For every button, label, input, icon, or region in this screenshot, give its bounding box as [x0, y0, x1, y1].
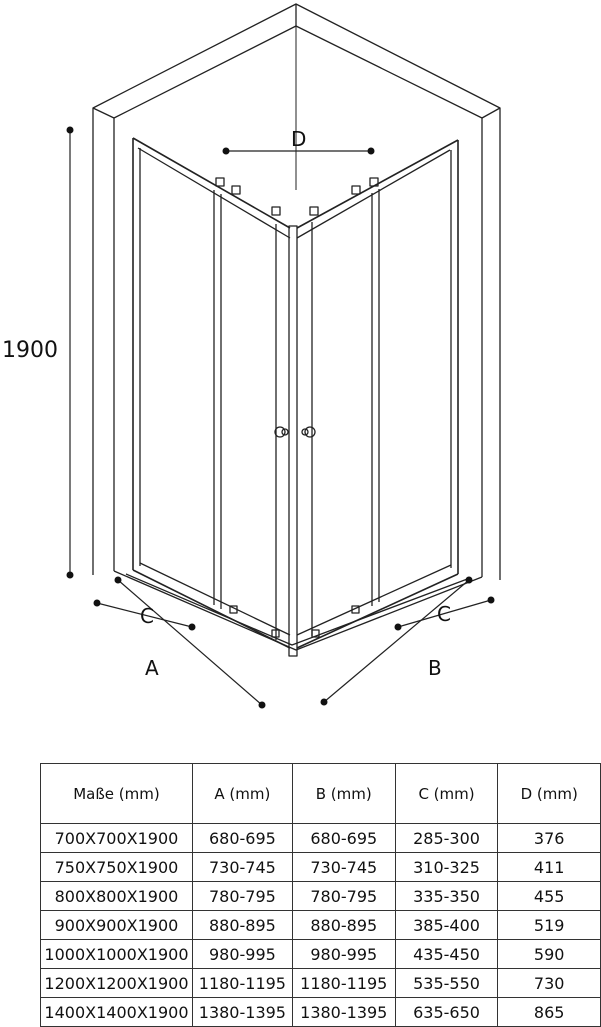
cell-d: 865 [497, 997, 601, 1027]
header-a: A (mm) [191, 763, 293, 824]
table-row: 750X750X1900 730-745 730-745 310-325 411 [40, 852, 601, 882]
cell-size: 750X750X1900 [40, 852, 193, 882]
shower-enclosure-drawing: 1900 D C A C B [2, 3, 501, 709]
c-left-dimension-line [96, 602, 193, 628]
b-label: B [428, 656, 442, 680]
back-walls [92, 3, 501, 580]
cell-a: 780-795 [191, 881, 293, 911]
cell-a: 730-745 [191, 852, 293, 882]
cell-b: 680-695 [291, 823, 396, 853]
cell-b: 730-745 [291, 852, 396, 882]
cell-a: 880-895 [191, 910, 293, 940]
table-row: 700X700X1900 680-695 680-695 285-300 376 [40, 823, 601, 853]
cell-size: 1000X1000X1900 [40, 939, 193, 969]
cell-b: 880-895 [291, 910, 396, 940]
cell-size: 900X900X1900 [40, 910, 193, 940]
table-row: 800X800X1900 780-795 780-795 335-350 455 [40, 881, 601, 911]
dimension-table: Maße (mm) A (mm) B (mm) C (mm) D (mm) 70… [40, 763, 601, 1027]
table-row: 900X900X1900 880-895 880-895 385-400 519 [40, 910, 601, 940]
cell-size: 1200X1200X1900 [40, 968, 193, 998]
door-knobs [274, 426, 316, 438]
cell-d: 519 [497, 910, 601, 940]
cell-d: 376 [497, 823, 601, 853]
a-label: A [145, 656, 159, 680]
dimension-dots [66, 126, 495, 709]
cell-b: 780-795 [291, 881, 396, 911]
cell-d: 411 [497, 852, 601, 882]
c-right-label: C [437, 602, 451, 626]
cell-b: 1380-1395 [291, 997, 396, 1027]
header-d: D (mm) [497, 763, 601, 824]
table-row: 1000X1000X1900 980-995 980-995 435-450 5… [40, 939, 601, 969]
cell-a: 1180-1195 [191, 968, 293, 998]
right-panel-frame [296, 139, 459, 649]
roller-fittings [215, 177, 379, 638]
header-c: C (mm) [394, 763, 499, 824]
cell-c: 335-350 [394, 881, 499, 911]
cell-c: 285-300 [394, 823, 499, 853]
cell-d: 730 [497, 968, 601, 998]
cell-c: 310-325 [394, 852, 499, 882]
shower-tray [113, 570, 483, 651]
header-size: Maße (mm) [40, 763, 193, 824]
c-right-dimension-line [397, 599, 492, 628]
cell-d: 590 [497, 939, 601, 969]
cell-size: 700X700X1900 [40, 823, 193, 853]
cell-a: 980-995 [191, 939, 293, 969]
cell-a: 680-695 [191, 823, 293, 853]
left-panel-frame [132, 137, 298, 657]
cell-c: 385-400 [394, 910, 499, 940]
table-row: 1200X1200X1900 1180-1195 1180-1195 535-5… [40, 968, 601, 998]
cell-d: 455 [497, 881, 601, 911]
cell-size: 1400X1400X1900 [40, 997, 193, 1027]
cell-c: 435-450 [394, 939, 499, 969]
cell-c: 535-550 [394, 968, 499, 998]
cell-b: 980-995 [291, 939, 396, 969]
table-row: 1400X1400X1900 1380-1395 1380-1395 635-6… [40, 997, 601, 1027]
table-header-row: Maße (mm) A (mm) B (mm) C (mm) D (mm) [40, 763, 601, 824]
d-label: D [291, 127, 306, 151]
header-b: B (mm) [291, 763, 396, 824]
cell-a: 1380-1395 [191, 997, 293, 1027]
a-dimension-line [117, 579, 263, 706]
cell-size: 800X800X1900 [40, 881, 193, 911]
cell-c: 635-650 [394, 997, 499, 1027]
c-left-label: C [140, 604, 154, 628]
dimension-lines [69, 130, 492, 706]
b-dimension-line [323, 579, 470, 703]
cell-b: 1180-1195 [291, 968, 396, 998]
height-label: 1900 [2, 338, 58, 363]
